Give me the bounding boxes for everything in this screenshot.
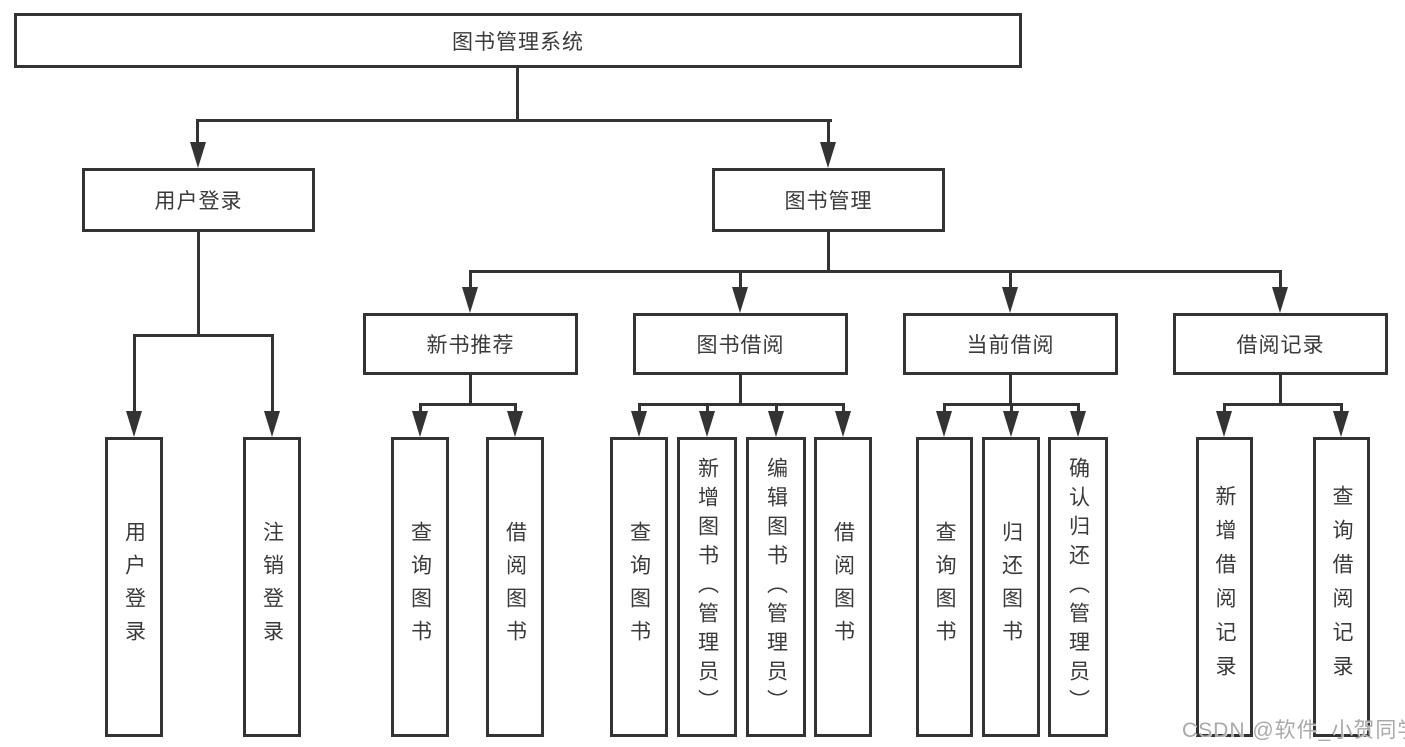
arrowhead-down-icon xyxy=(412,411,428,437)
arrowhead-down-icon xyxy=(936,411,952,437)
arrowhead-down-icon xyxy=(462,287,478,313)
node-book-borrow: 图书借阅 xyxy=(633,313,848,375)
node-leaf-return-book: 归还图书 xyxy=(982,437,1040,737)
arrowhead-down-icon xyxy=(820,142,836,168)
node-leaf-borrow-book-2: 借阅图书 xyxy=(814,437,872,737)
node-label: 新增图书（管理员） xyxy=(695,456,719,718)
node-label: 编辑图书（管理员） xyxy=(764,456,788,718)
node-label: 当前借阅 xyxy=(966,334,1055,357)
arrowhead-down-icon xyxy=(631,411,647,437)
node-leaf-query-book-1: 查询图书 xyxy=(391,437,449,737)
edge-sec4-stem xyxy=(1279,375,1282,405)
node-label: 确认归还（管理员） xyxy=(1066,456,1090,718)
arrowhead-down-icon xyxy=(835,411,851,437)
arrowhead-down-icon xyxy=(768,411,784,437)
edge-sec2-drop1 xyxy=(638,403,641,413)
edge-bookmgmt-stem xyxy=(827,232,830,273)
node-leaf-query-book-3: 查询图书 xyxy=(916,437,973,737)
edge-sec2-drop3 xyxy=(775,403,778,413)
arrowhead-down-icon xyxy=(732,287,748,313)
node-leaf-logout: 注销登录 xyxy=(243,437,301,737)
edge-bookmgmt-drop1 xyxy=(469,270,472,288)
edge-sec3-drop3 xyxy=(1077,403,1080,413)
node-user-login: 用户登录 xyxy=(82,168,315,232)
edge-sec2-drop2 xyxy=(706,403,709,413)
edge-userlogin-stem xyxy=(197,232,200,337)
edge-sec2-stem xyxy=(739,375,742,405)
edge-sec4-drop2 xyxy=(1340,403,1343,413)
arrowhead-down-icon xyxy=(507,411,523,437)
node-label: 用户登录 xyxy=(154,190,243,213)
edge-root-stem xyxy=(516,66,519,122)
node-leaf-user-login: 用户登录 xyxy=(105,437,163,737)
arrowhead-down-icon xyxy=(1070,411,1086,437)
node-leaf-borrow-book-1: 借阅图书 xyxy=(486,437,544,737)
node-label: 借阅记录 xyxy=(1236,334,1325,357)
edge-sec4-drop1 xyxy=(1223,403,1226,413)
node-label: 注销登录 xyxy=(260,521,284,653)
edge-sec4-bus xyxy=(1223,403,1342,406)
node-label: 查询借阅记录 xyxy=(1330,485,1353,689)
node-book-mgmt: 图书管理 xyxy=(712,168,945,232)
arrowhead-down-icon xyxy=(126,411,142,437)
edge-sec1-stem xyxy=(469,375,472,405)
edge-userlogin-bus xyxy=(133,334,274,337)
node-label: 图书借阅 xyxy=(696,334,785,357)
edge-bookmgmt-drop2 xyxy=(739,270,742,288)
edge-sec1-bus xyxy=(419,403,517,406)
node-label: 归还图书 xyxy=(999,521,1023,653)
edge-root-bus xyxy=(196,119,832,122)
node-label: 新书推荐 xyxy=(426,334,515,357)
node-label: 新增借阅记录 xyxy=(1213,485,1236,689)
edge-sec2-drop4 xyxy=(842,403,845,413)
edge-sec1-drop1 xyxy=(419,403,422,413)
node-leaf-add-borrow-record: 新增借阅记录 xyxy=(1196,437,1253,737)
node-leaf-confirm-return-admin: 确认归还（管理员） xyxy=(1048,437,1108,737)
edge-root-drop-right xyxy=(827,119,830,147)
csdn-watermark: CSDN @软件_小贺同学 xyxy=(1182,719,1405,742)
node-label: 查询图书 xyxy=(627,521,651,653)
arrowhead-down-icon xyxy=(1216,411,1232,437)
edge-sec2-bus xyxy=(638,403,845,406)
node-leaf-add-book-admin: 新增图书（管理员） xyxy=(677,437,737,737)
node-leaf-query-book-2: 查询图书 xyxy=(610,437,668,737)
edge-userlogin-drop2 xyxy=(271,334,274,413)
edge-bookmgmt-drop4 xyxy=(1279,270,1282,288)
node-leaf-edit-book-admin: 编辑图书（管理员） xyxy=(746,437,806,737)
node-label: 借阅图书 xyxy=(503,521,527,653)
arrowhead-down-icon xyxy=(699,411,715,437)
arrowhead-down-icon xyxy=(1003,411,1019,437)
node-label: 图书管理系统 xyxy=(452,30,584,54)
arrowhead-down-icon xyxy=(264,411,280,437)
edge-sec3-drop2 xyxy=(1010,403,1013,413)
node-new-book-rec: 新书推荐 xyxy=(363,313,578,375)
edge-sec3-stem xyxy=(1009,375,1012,405)
arrowhead-down-icon xyxy=(190,142,206,168)
node-label: 图书管理 xyxy=(784,190,873,213)
node-label: 借阅图书 xyxy=(831,521,855,653)
node-borrow-records: 借阅记录 xyxy=(1173,313,1388,375)
node-label: 查询图书 xyxy=(933,521,956,653)
edge-sec3-drop1 xyxy=(943,403,946,413)
arrowhead-down-icon xyxy=(1002,287,1018,313)
node-current-borrow: 当前借阅 xyxy=(903,313,1118,375)
node-label: 查询图书 xyxy=(408,521,432,653)
node-root: 图书管理系统 xyxy=(14,13,1022,68)
node-leaf-query-borrow-record: 查询借阅记录 xyxy=(1313,437,1370,737)
arrowhead-down-icon xyxy=(1333,411,1349,437)
edge-bookmgmt-bus xyxy=(469,270,1282,273)
node-label: 用户登录 xyxy=(122,521,146,653)
edge-userlogin-drop1 xyxy=(133,334,136,413)
edge-root-drop-left xyxy=(196,119,199,147)
arrowhead-down-icon xyxy=(1272,287,1288,313)
edge-bookmgmt-drop3 xyxy=(1009,270,1012,288)
edge-sec1-drop2 xyxy=(514,403,517,413)
